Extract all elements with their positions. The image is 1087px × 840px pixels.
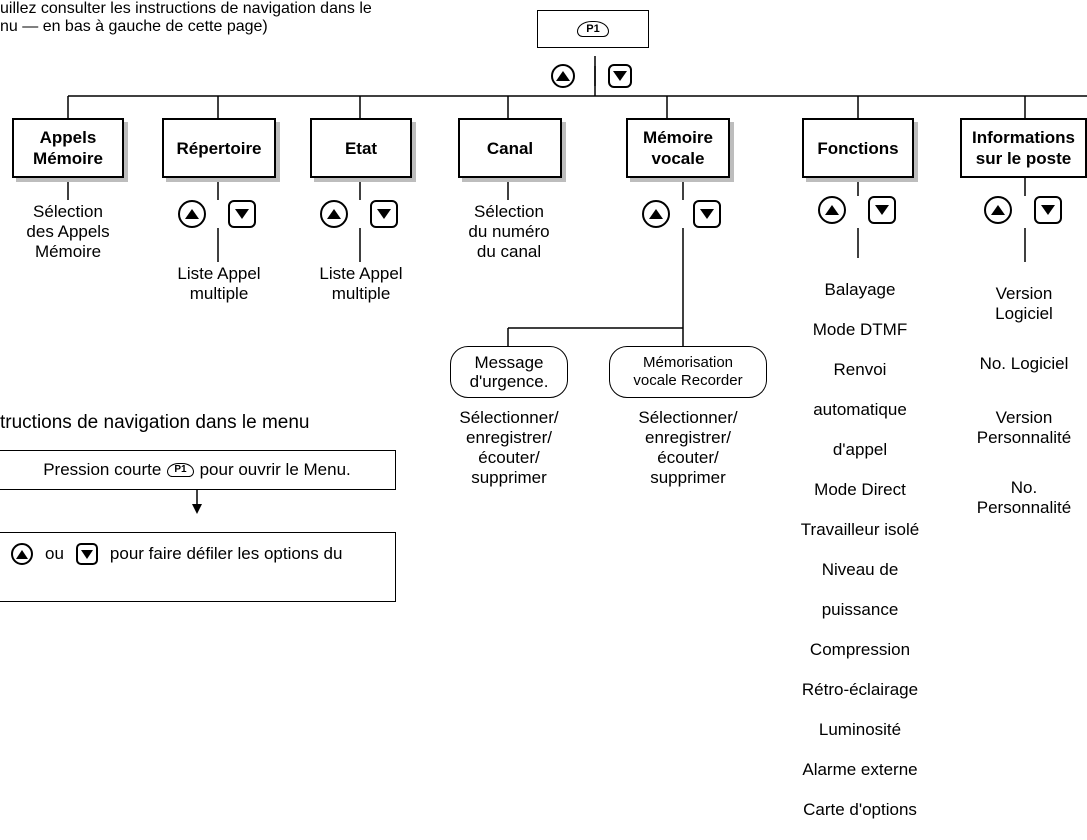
step1-suffix: pour ouvrir le Menu. (199, 460, 351, 479)
down-arrow-icon (1034, 196, 1062, 224)
category-informations-poste: Informations sur le poste (960, 118, 1087, 178)
category-appels-memoire: Appels Mémoire (12, 118, 124, 178)
list-item: Carte d'options (803, 800, 917, 819)
list-item: Travailleur isolé (800, 520, 920, 539)
p1-key-icon: P1 (577, 21, 609, 37)
down-arrow-icon (370, 200, 398, 228)
list-item: Niveau de (821, 560, 899, 579)
list-item: Mode DTMF (812, 320, 908, 339)
list-item: Compression (809, 640, 911, 659)
list-item: Rétro-éclairage (801, 680, 919, 699)
up-arrow-icon (984, 196, 1012, 224)
appels-memoire-detail: Sélection des Appels Mémoire (26, 202, 110, 261)
intro-note: uillez consulter les instructions de nav… (0, 0, 372, 35)
memorisation-vocale-option: Mémorisation vocale Recorder (609, 346, 767, 398)
message-urgence-option: Message d'urgence. (450, 346, 568, 398)
instruction-step-1: Pression courte P1 pour ouvrir le Menu. (0, 450, 396, 490)
step1-prefix: Pression courte (43, 460, 162, 479)
repertoire-detail: Liste Appel multiple (177, 264, 261, 303)
instruction-step-2: ou pour faire défiler les options du (0, 532, 396, 602)
list-item: Version Logiciel (995, 284, 1053, 323)
memorisation-vocale-detail: Sélectionner/ enregistrer/ écouter/ supp… (638, 408, 738, 487)
down-arrow-icon (868, 196, 896, 224)
down-arrow-icon (75, 543, 98, 565)
step2-suffix: pour faire défiler les options du (109, 544, 343, 563)
step2-or: ou (45, 544, 64, 563)
list-item: Alarme externe (802, 760, 918, 779)
list-item: Luminosité (818, 720, 902, 739)
up-arrow-icon (642, 200, 670, 228)
connector-lines (67, 56, 1087, 514)
list-item: Mode Direct (814, 480, 906, 499)
up-arrow-icon (818, 196, 846, 224)
list-item: No. Personnalité (976, 478, 1072, 517)
instructions-heading: tructions de navigation dans le menu (0, 412, 310, 433)
canal-detail: Sélection du numéro du canal (468, 202, 550, 261)
list-item: Renvoi (833, 360, 887, 379)
informations-list: Version Logiciel No. Logiciel Version Pe… (962, 264, 1086, 538)
p1-key-icon: P1 (167, 463, 194, 477)
category-fonctions: Fonctions (802, 118, 914, 178)
up-arrow-icon (551, 64, 575, 88)
category-memoire-vocale: Mémoire vocale (626, 118, 730, 178)
category-repertoire: Répertoire (162, 118, 276, 178)
up-arrow-icon (178, 200, 206, 228)
category-etat: Etat (310, 118, 412, 178)
list-item: Version Personnalité (976, 408, 1072, 447)
list-item: automatique (813, 400, 907, 419)
category-canal: Canal (458, 118, 562, 178)
down-arrow-icon (608, 64, 632, 88)
list-item: d'appel (832, 440, 888, 459)
down-arrow-icon (693, 200, 721, 228)
message-urgence-detail: Sélectionner/ enregistrer/ écouter/ supp… (459, 408, 559, 487)
list-item: puissance (821, 600, 899, 619)
etat-detail: Liste Appel multiple (319, 264, 403, 303)
list-item: Balayage (824, 280, 896, 299)
fonctions-list: Balayage Mode DTMF Renvoi automatique d'… (790, 260, 930, 840)
down-arrow-icon (228, 200, 256, 228)
up-arrow-icon (320, 200, 348, 228)
up-arrow-icon (11, 543, 33, 565)
top-p1-box: P1 (537, 10, 649, 48)
list-item: No. Logiciel (979, 354, 1069, 373)
